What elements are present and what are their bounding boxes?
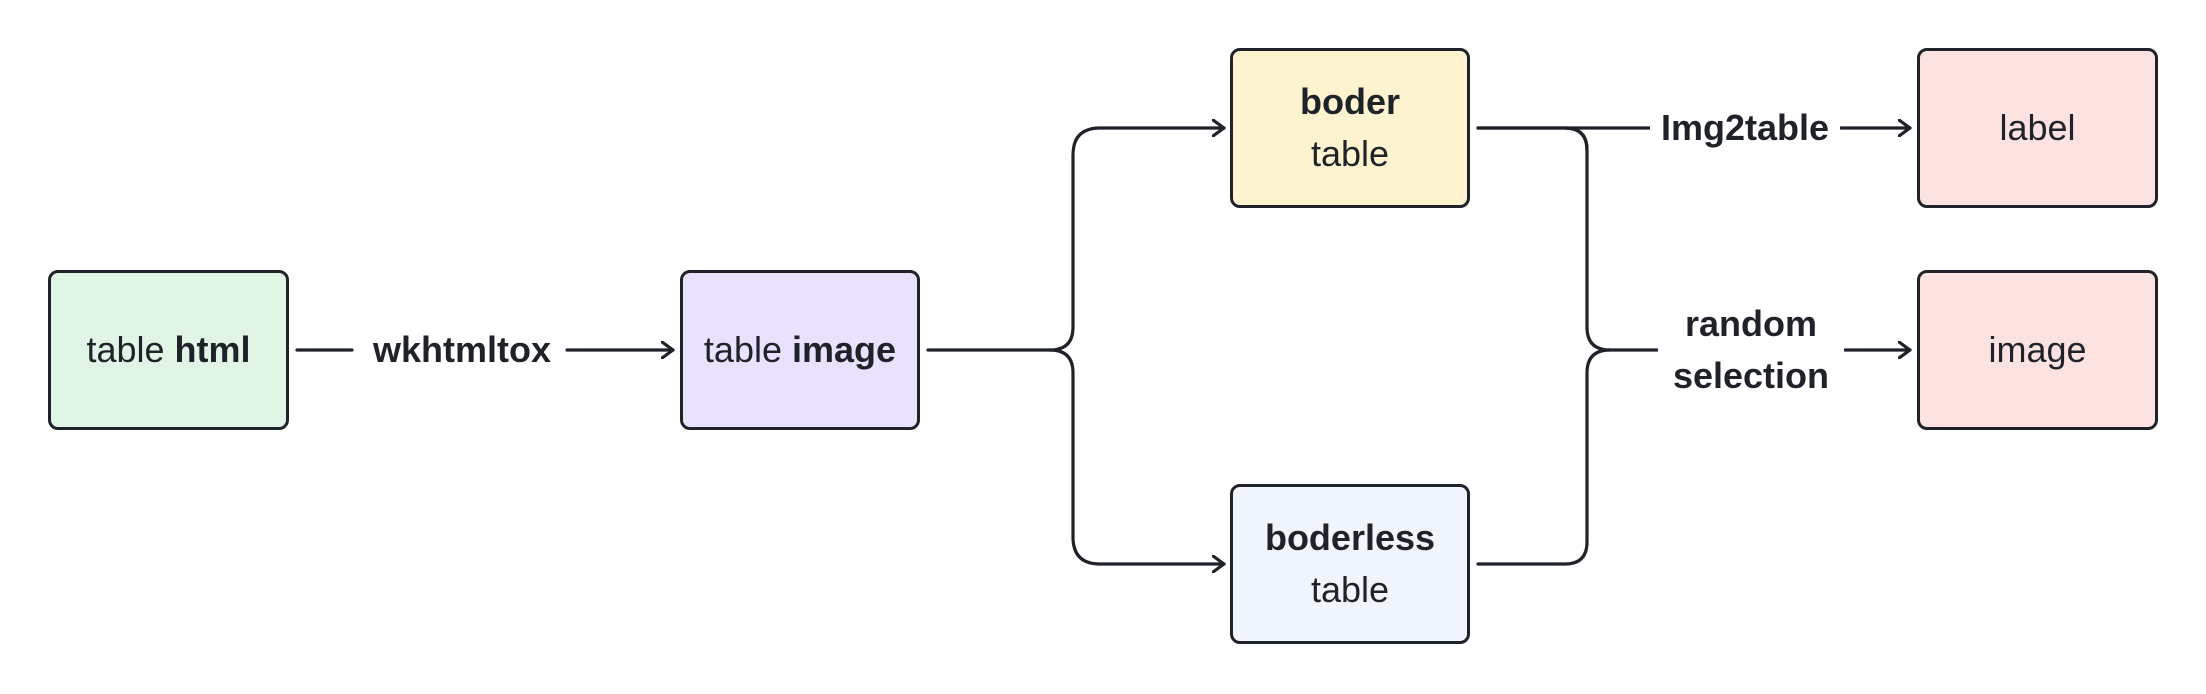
node-boder-table-bold: boder [1299,80,1400,122]
node-boderless-table-text: table [1310,569,1390,610]
brace-upper [1048,128,1226,352]
node-boder-table: boder table [1230,48,1470,208]
merge-lower [1476,348,1612,566]
edge-label-wkhtmltox: wkhtmltox [362,324,562,377]
node-table-image-bold: image [792,328,897,370]
node-label: label [1917,48,2158,208]
edge-label-random-line1: random [1684,303,1817,344]
node-label-text: label [1999,106,2076,148]
node-image: image [1917,270,2158,430]
brace-lower [1048,348,1226,564]
edge-label-random-line2: selection [1672,355,1830,397]
merge-to-img2table [1563,126,1589,152]
merge-upper [1476,126,1612,352]
edge-label-random-selection: random selection [1658,298,1844,403]
edge-label-img2table: Img2table [1650,102,1840,155]
node-table-html-text: table [86,328,165,370]
node-boder-table-text: table [1310,133,1390,174]
node-table-image: table image [680,270,920,430]
node-boderless-table-bold: boderless [1264,516,1436,558]
node-image-text: image [1988,328,2087,370]
node-boderless-table: boderless table [1230,484,1470,644]
node-table-image-text: table [703,328,782,370]
node-table-image-label: table image [704,324,896,376]
node-table-html-label: table html [86,324,250,376]
node-table-html: table html [48,270,289,430]
node-table-html-bold: html [174,328,251,370]
